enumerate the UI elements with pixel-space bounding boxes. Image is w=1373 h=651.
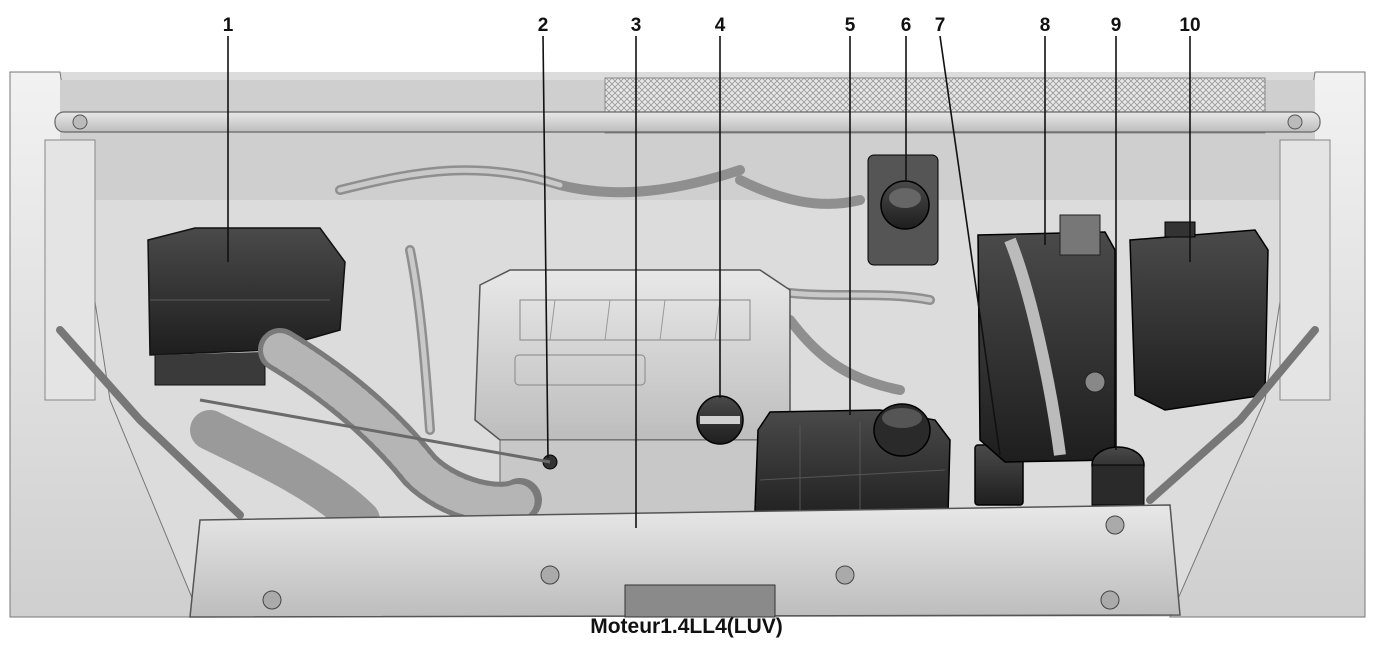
callout-5: 5 (845, 15, 856, 36)
coolant-reservoir (754, 403, 951, 526)
callout-7: 7 (935, 15, 946, 36)
callout-3: 3 (631, 15, 642, 36)
leader-2 (542, 35, 549, 459)
brake-fluid-reservoir (867, 154, 939, 266)
figure-caption: Moteur1.4LL4(LUV) (590, 615, 783, 638)
intake-duct (190, 328, 542, 540)
callout-labels: 1 2 3 4 5 6 7 8 9 10 (223, 15, 1201, 36)
radiator-support (189, 504, 1181, 618)
oil-fill-cap (696, 395, 744, 445)
callout-4: 4 (715, 15, 726, 36)
battery (977, 214, 1116, 463)
callout-6: 6 (901, 15, 912, 36)
oil-dipstick (199, 398, 558, 470)
fuse-block (1129, 221, 1269, 411)
callout-10: 10 (1179, 15, 1200, 36)
callout-9: 9 (1111, 15, 1122, 36)
callout-leaders (227, 35, 1191, 528)
callout-8: 8 (1040, 15, 1051, 36)
air-cleaner-box (147, 227, 346, 386)
callout-1: 1 (223, 15, 234, 36)
washer-fluid-cap (1091, 446, 1145, 506)
callout-2: 2 (538, 15, 549, 36)
leader-7 (939, 35, 1001, 456)
